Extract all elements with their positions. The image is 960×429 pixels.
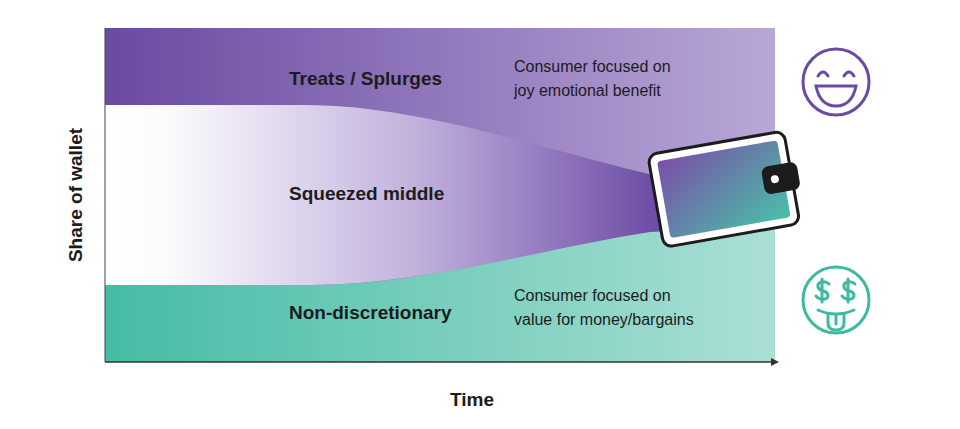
band-description: Consumer focused on joy emotional benefi… xyxy=(514,55,682,103)
axis-title: Time xyxy=(450,389,494,411)
non-discretionary-node: Non-discretionary Consumer focused on val… xyxy=(105,280,708,350)
smiley-icon xyxy=(803,49,869,115)
y-axis xyxy=(105,28,106,362)
wallet-icon xyxy=(648,130,807,248)
x-axis xyxy=(105,361,772,363)
band-description: Consumer focused on value for money/barg… xyxy=(514,284,704,332)
axis-title: Share of wallet xyxy=(65,128,87,262)
band-title: Treats / Splurges xyxy=(289,68,442,90)
money-face-icon xyxy=(803,267,869,333)
band-title: Non-discretionary xyxy=(289,302,452,324)
treats-band-node: Treats / Splurges Consumer focused on joy… xyxy=(105,28,686,118)
band-title: Squeezed middle xyxy=(289,183,444,205)
axis-arrowhead xyxy=(771,358,779,366)
middle-band-node: Squeezed middle xyxy=(105,150,645,240)
